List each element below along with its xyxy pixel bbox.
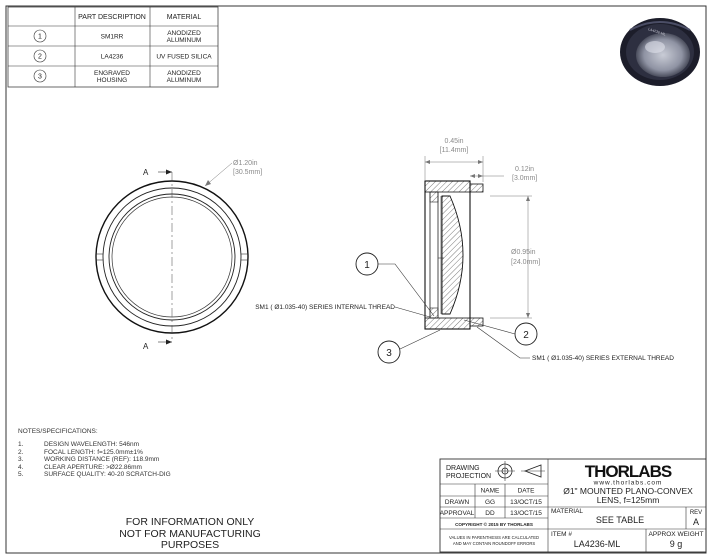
bom-table: PART DESCRIPTION MATERIAL 1 SM1RR ANODIZ… — [7, 6, 219, 88]
tb-title-2: LENS, f=125mm — [597, 495, 660, 505]
note-number: 4. — [18, 463, 24, 471]
dim-width-in: 0.45in — [444, 138, 463, 145]
balloon-3: 3 — [386, 348, 392, 359]
note-number: 3. — [18, 456, 24, 464]
balloon-1: 1 — [364, 260, 370, 271]
tb-material-label: MATERIAL — [551, 508, 583, 515]
note-number: 1. — [18, 441, 24, 449]
tb-website: www.thorlabs.com — [593, 480, 663, 487]
dim-step-mm: [3.0mm] — [512, 175, 537, 182]
internal-thread-label: SM1 ( Ø1.035-40) SERIES INTERNAL THREAD — [255, 304, 395, 311]
tb-projection-label: PROJECTION — [446, 473, 491, 480]
bom-material-3a: ANODIZED — [167, 70, 201, 77]
tb-drawn-name: GG — [485, 499, 495, 506]
bom-material-2: UV FUSED SILICA — [156, 54, 212, 61]
note-item: 3. WORKING DISTANCE (REF): 118.9mm — [18, 456, 171, 463]
thorlabs-logo: THORLABS — [585, 462, 672, 481]
front-view: A A Ø1.20in [30.5mm] — [95, 160, 262, 351]
note-text: CLEAR APERTURE: >Ø22.86mm — [44, 463, 142, 471]
tb-rev-value: A — [693, 517, 699, 527]
tb-name-header: NAME — [481, 488, 500, 495]
title-block: DRAWING PROJECTION NAME DATE DRAWN GG 13… — [439, 458, 707, 553]
bom-part-1: SM1RR — [101, 34, 124, 41]
bom-header-part: PART DESCRIPTION — [78, 14, 146, 21]
dim-id-mm: [24.0mm] — [511, 259, 540, 266]
notes-header: NOTES/SPECIFICATIONS: — [18, 428, 98, 435]
dim-id-in: Ø0.95in — [511, 249, 536, 256]
product-render-image: LA4236-ML — [620, 18, 700, 86]
note-number: 2. — [18, 448, 24, 456]
bom-part-3a: ENGRAVED — [94, 70, 130, 77]
note-text: WORKING DISTANCE (REF): 118.9mm — [44, 456, 160, 464]
section-label-a-bottom: A — [143, 342, 149, 351]
tb-drawn-label: DRAWN — [445, 499, 470, 506]
drawing-border — [5, 5, 707, 554]
bom-header-material: MATERIAL — [167, 14, 202, 21]
notes-specifications: NOTES/SPECIFICATIONS: 1. DESIGN WAVELENGT… — [18, 428, 171, 478]
svg-text:LA4236-ML: LA4236-ML — [648, 27, 666, 36]
tb-material-value: SEE TABLE — [596, 515, 644, 525]
note-number: 5. — [18, 471, 24, 479]
tb-weight-label: APPROX WEIGHT — [649, 531, 704, 538]
front-od-in: Ø1.20in — [233, 160, 258, 167]
third-angle-projection-icon — [495, 461, 545, 481]
tb-item-label: ITEM # — [551, 531, 572, 538]
bom-part-2: LA4236 — [101, 54, 124, 61]
bom-material-3b: ALUMINUM — [167, 77, 202, 84]
bom-item-3: 3 — [38, 74, 42, 81]
tb-drawing-label: DRAWING — [446, 465, 480, 472]
section-view: 0.45in [11.4mm] 0.12in [3.0mm] Ø0.95in [… — [255, 138, 674, 364]
bom-material-1a: ANODIZED — [167, 30, 201, 37]
tb-approval-name: DD — [485, 510, 495, 517]
tb-approval-date: 13/OCT/15 — [510, 510, 542, 517]
tb-drawn-date: 13/OCT/15 — [510, 499, 542, 506]
tb-disclaimer-2: AND MAY CONTAIN ROUNDOFF ERRORS — [453, 541, 536, 546]
note-text: FOCAL LENGTH: f=125.0mm±1% — [44, 448, 143, 456]
balloon-2: 2 — [523, 330, 529, 341]
note-text: SURFACE QUALITY: 40-20 SCRATCH-DIG — [44, 471, 171, 479]
tb-approval-label: APPROVAL — [440, 510, 475, 517]
bom-part-3b: HOUSING — [97, 77, 127, 84]
note-item: 1. DESIGN WAVELENGTH: 546nm — [18, 441, 171, 448]
front-od-mm: [30.5mm] — [233, 169, 262, 176]
dim-step-in: 0.12in — [515, 166, 534, 173]
tb-disclaimer-1: VALUES IN PARENTHESIS ARE CALCULATED — [449, 535, 539, 540]
note-item: 4. CLEAR APERTURE: >Ø22.86mm — [18, 464, 171, 471]
note-item: 2. FOCAL LENGTH: f=125.0mm±1% — [18, 449, 171, 456]
footer-line-2: NOT FOR MANUFACTURING PURPOSES — [119, 527, 261, 551]
tb-title-1: Ø1" MOUNTED PLANO-CONVEX — [563, 486, 693, 496]
tb-item-value: LA4236-ML — [574, 539, 621, 549]
dim-width-mm: [11.4mm] — [440, 147, 469, 154]
tb-weight-value: 9 g — [670, 539, 683, 549]
tb-copyright: COPYRIGHT © 2015 BY THORLABS — [455, 521, 533, 527]
bom-material-1b: ALUMINUM — [167, 37, 202, 44]
footer-line-1: FOR INFORMATION ONLY — [125, 516, 255, 528]
section-label-a-top: A — [143, 168, 149, 177]
tb-rev-label: REV — [690, 510, 702, 516]
bom-item-1: 1 — [38, 34, 42, 41]
note-item: 5. SURFACE QUALITY: 40-20 SCRATCH-DIG — [18, 471, 171, 478]
information-only-notice: FOR INFORMATION ONLY NOT FOR MANUFACTURI… — [100, 516, 280, 552]
external-thread-label: SM1 ( Ø1.035-40) SERIES EXTERNAL THREAD — [532, 355, 674, 362]
bom-item-2: 2 — [38, 54, 42, 61]
note-text: DESIGN WAVELENGTH: 546nm — [44, 441, 139, 449]
tb-date-header: DATE — [518, 488, 536, 495]
